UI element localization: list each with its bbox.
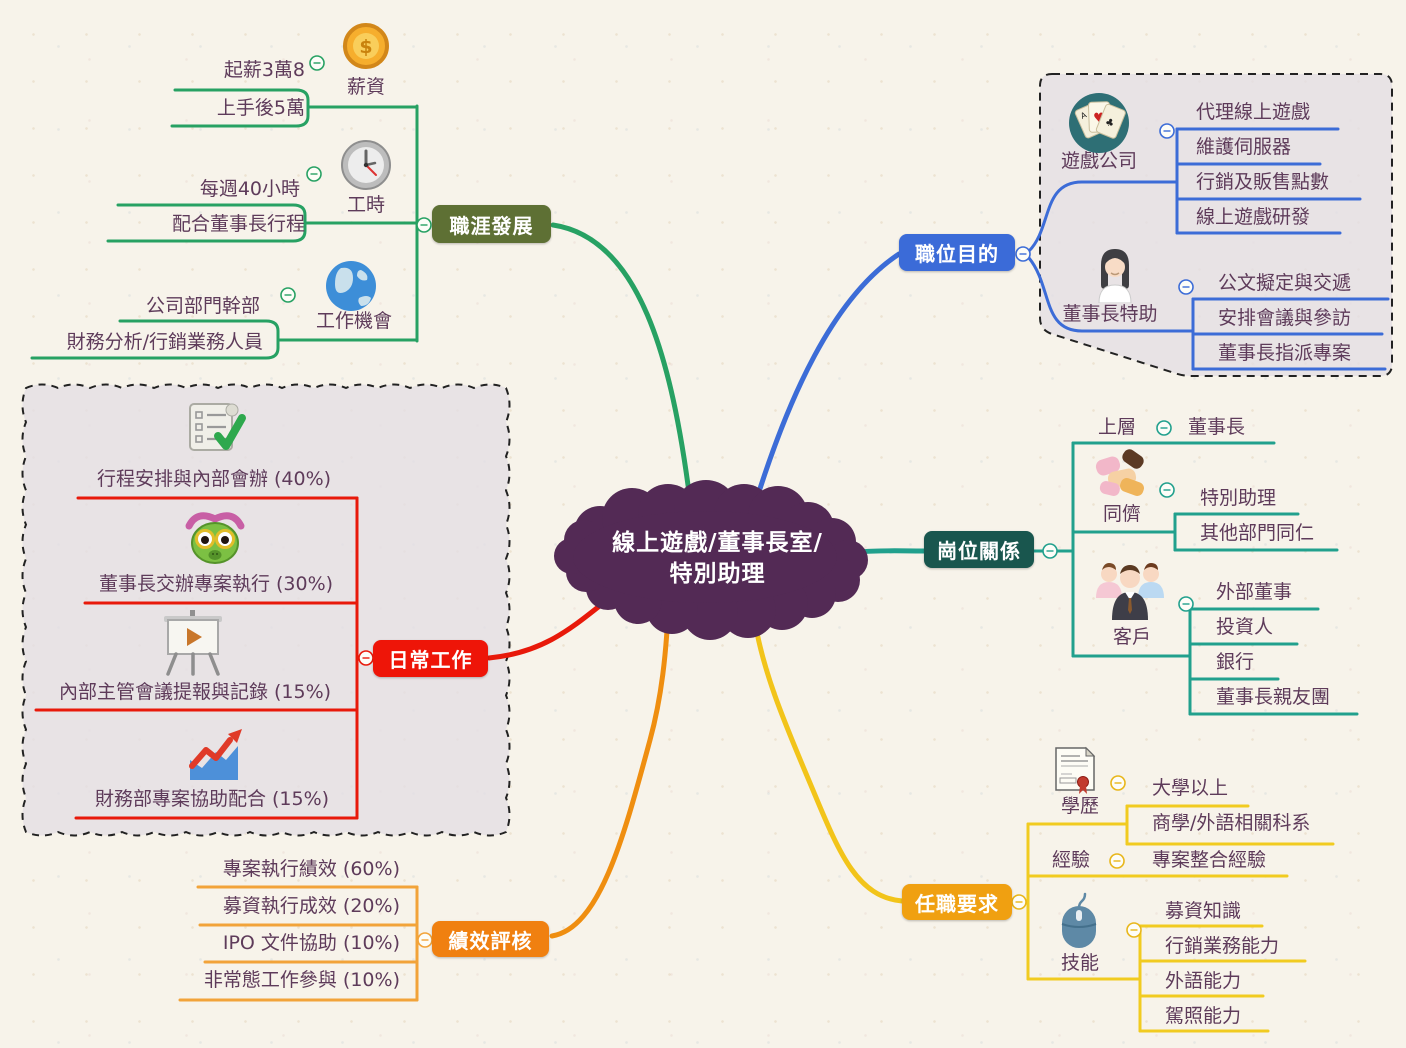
node-company-item-a[interactable]: 代理線上遊戲	[1196, 101, 1311, 123]
node-skills-item-d[interactable]: 駕照能力	[1165, 1005, 1242, 1027]
branch-relations[interactable]: 崗位關係	[924, 531, 1034, 568]
branch-purpose[interactable]: 職位目的	[899, 234, 1015, 271]
node-clients-item-b[interactable]: 投資人	[1216, 616, 1274, 638]
central-topic-line1: 線上遊戲/董事長室/	[612, 530, 823, 556]
node-daily-item-d[interactable]: 財務部專案協助配合 (15%)	[94, 788, 330, 810]
central-topic-line2: 特別助理	[669, 561, 766, 587]
playing-cards-icon: A ♥ ♣	[1066, 90, 1132, 156]
node-review-item-b[interactable]: 募資執行成效 (20%)	[222, 895, 400, 917]
node-game-company[interactable]: 遊戲公司	[1060, 150, 1137, 172]
branch-curve	[486, 601, 605, 661]
node-assistant-item-a[interactable]: 公文擬定與交遞	[1218, 272, 1352, 294]
node-review-item-a[interactable]: 專案執行績效 (60%)	[222, 858, 400, 880]
node-upper[interactable]: 上層	[1098, 416, 1137, 438]
branch-curve	[855, 548, 927, 555]
node-salary-item-b[interactable]: 上手後5萬	[216, 97, 305, 119]
branch-review[interactable]: 績效評核	[432, 921, 549, 957]
node-review-item-d[interactable]: 非常態工作參與 (10%)	[203, 969, 400, 991]
branch-curve	[751, 613, 905, 904]
clock-icon	[339, 138, 393, 192]
checklist-scroll-icon	[180, 400, 250, 462]
branch-career[interactable]: 職涯發展	[432, 205, 551, 243]
node-education-item-b[interactable]: 商學/外語相關科系	[1152, 812, 1311, 834]
node-education-item-a[interactable]: 大學以上	[1152, 777, 1229, 799]
node-jobs-item-b[interactable]: 財務分析/行銷業務人員	[66, 331, 263, 353]
node-experience-item-a[interactable]: 專案整合經驗	[1152, 849, 1267, 871]
branch-line	[1027, 256, 1195, 333]
node-assistant[interactable]: 董事長特助	[1062, 303, 1158, 325]
daily-boundary	[21, 383, 511, 837]
svg-text:$: $	[359, 36, 372, 58]
node-salary[interactable]: 薪資	[346, 76, 385, 98]
coin-icon: $	[342, 22, 390, 70]
node-skills-item-a[interactable]: 募資知識	[1165, 900, 1242, 922]
node-jobs[interactable]: 工作機會	[315, 310, 392, 332]
svg-text:A: A	[1079, 110, 1088, 121]
central-topic[interactable]: 線上遊戲/董事長室/ 特別助理	[575, 528, 860, 590]
handshake-icon	[1094, 448, 1150, 504]
node-experience[interactable]: 經驗	[1052, 849, 1091, 871]
branch-curve	[754, 251, 902, 501]
rising-chart-icon	[184, 726, 244, 786]
node-company-item-b[interactable]: 維護伺服器	[1196, 136, 1292, 158]
node-hours[interactable]: 工時	[346, 194, 385, 216]
node-skills-item-b[interactable]: 行銷業務能力	[1165, 935, 1280, 957]
node-daily-item-b[interactable]: 董事長交辦專案執行 (30%)	[98, 573, 334, 595]
branch-curve	[550, 222, 693, 503]
node-review-item-c[interactable]: IPO 文件協助 (10%)	[222, 932, 400, 954]
node-company-item-c[interactable]: 行銷及販售點數	[1196, 171, 1330, 193]
node-clients-item-d[interactable]: 董事長親友團	[1216, 686, 1331, 708]
node-salary-item-a[interactable]: 起薪3萬8	[223, 59, 305, 81]
node-peers-item-b[interactable]: 其他部門同仁	[1200, 522, 1315, 544]
root-cloud-shape[interactable]	[573, 511, 837, 603]
svg-text:♣: ♣	[1103, 117, 1115, 131]
presentation-easel-icon	[160, 610, 226, 678]
woman-avatar-icon	[1091, 243, 1139, 304]
node-skills-item-c[interactable]: 外語能力	[1165, 970, 1242, 992]
node-skills[interactable]: 技能	[1060, 952, 1099, 974]
globe-icon	[323, 258, 379, 314]
branch-daily[interactable]: 日常工作	[373, 640, 488, 677]
branch-requirements[interactable]: 任職要求	[902, 884, 1012, 920]
node-clients[interactable]: 客戶	[1112, 626, 1151, 648]
node-upper-item-a[interactable]: 董事長	[1188, 416, 1246, 438]
people-group-icon	[1092, 558, 1168, 624]
node-hours-item-a[interactable]: 每週40小時	[199, 178, 300, 200]
node-hours-item-b[interactable]: 配合董事長行程	[171, 213, 305, 235]
branch-line	[1027, 180, 1179, 253]
branch-curve	[549, 611, 671, 939]
node-jobs-item-a[interactable]: 公司部門幹部	[145, 295, 260, 317]
certificate-icon	[1052, 744, 1098, 794]
node-daily-item-c[interactable]: 內部主管會議提報與記錄 (15%)	[58, 681, 332, 703]
node-company-item-d[interactable]: 線上遊戲研發	[1196, 206, 1311, 228]
caterpillar-icon	[181, 506, 249, 566]
node-peers-item-a[interactable]: 特別助理	[1200, 487, 1277, 509]
node-assistant-item-c[interactable]: 董事長指派專案	[1218, 342, 1352, 364]
node-daily-item-a[interactable]: 行程安排與內部會辦 (40%)	[96, 468, 332, 490]
node-clients-item-a[interactable]: 外部董事	[1216, 581, 1293, 603]
node-education[interactable]: 學歷	[1060, 795, 1099, 817]
node-peers[interactable]: 同儕	[1102, 503, 1141, 525]
node-clients-item-c[interactable]: 銀行	[1216, 651, 1255, 673]
node-assistant-item-b[interactable]: 安排會議與參訪	[1218, 307, 1352, 329]
computer-mouse-icon	[1056, 890, 1102, 952]
